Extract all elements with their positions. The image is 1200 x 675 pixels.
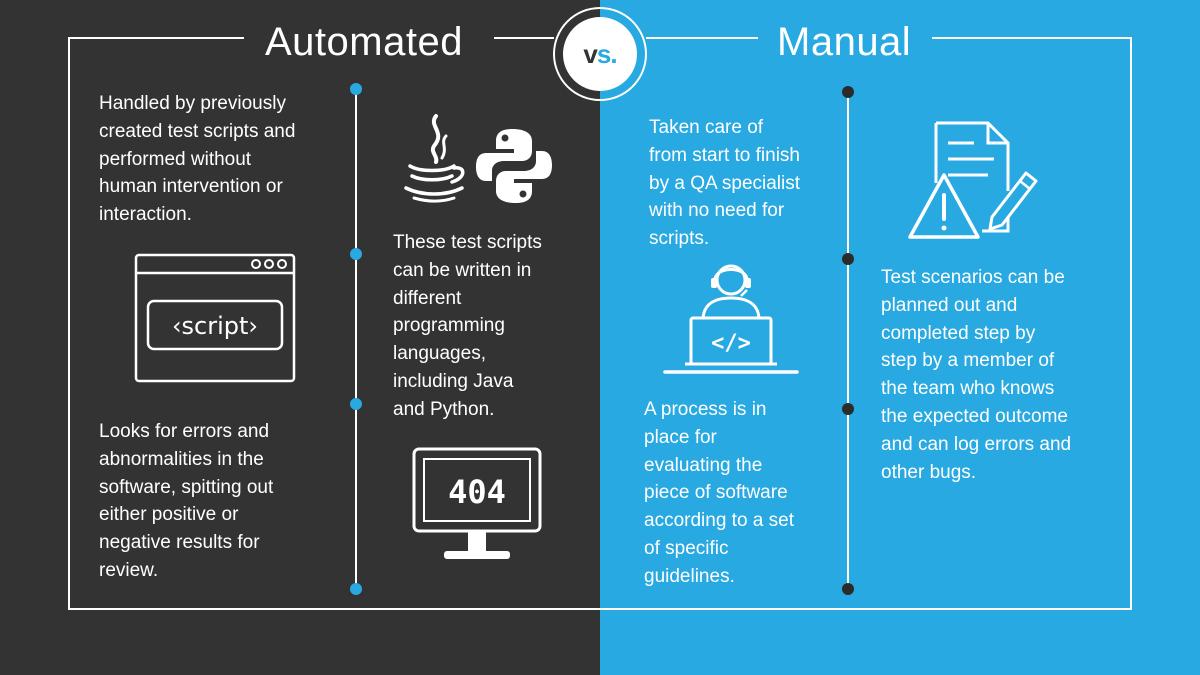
- automated-timeline: [355, 88, 357, 591]
- timeline-dot: [350, 583, 362, 595]
- manual-description-bottom: A process is in place for evaluating the…: [644, 399, 794, 587]
- automated-title: Automated: [265, 20, 463, 64]
- python-icon: [476, 129, 552, 203]
- timeline-dot: [842, 86, 854, 98]
- automated-description-top: Handled by previously created test scrip…: [99, 93, 296, 226]
- vs-badge: vs.: [563, 17, 637, 91]
- timeline-dot: [842, 403, 854, 415]
- frame-bottom-edge: [68, 608, 1132, 610]
- browser-script-icon: ‹script›: [134, 253, 296, 383]
- timeline-dot: [842, 253, 854, 265]
- frame-top-vs-left-segment: [494, 37, 554, 39]
- manual-timeline: [847, 91, 849, 591]
- timeline-dot: [350, 398, 362, 410]
- monitor-404-icon: 404: [412, 447, 542, 559]
- timeline-dot: [350, 248, 362, 260]
- vs-badge-ring: [553, 7, 647, 101]
- script-icon-text: ‹script›: [172, 312, 258, 340]
- code-icon-text: </>: [711, 331, 751, 356]
- frame-left-edge: [68, 37, 70, 610]
- frame-right-edge: [1130, 37, 1132, 610]
- automated-description-bottom: Looks for errors and abnormalities in th…: [99, 421, 274, 581]
- frame-top-left-segment: [68, 37, 244, 39]
- automated-languages-description: These test scripts can be written in dif…: [393, 232, 542, 420]
- frame-top-vs-right-segment: [646, 37, 758, 39]
- manual-scenarios-description: Test scenarios can be planned out and co…: [881, 267, 1072, 483]
- timeline-dot: [842, 583, 854, 595]
- manual-description-top: Taken care of from start to finish by a …: [649, 117, 801, 250]
- frame-top-right-segment: [932, 37, 1132, 39]
- timeline-dot: [350, 83, 362, 95]
- java-icon: [404, 114, 465, 203]
- developer-laptop-icon: </>: [663, 264, 799, 374]
- manual-title: Manual: [777, 20, 912, 64]
- vs-label: vs.: [583, 38, 617, 69]
- automated-panel: [0, 0, 600, 675]
- error-code-text: 404: [448, 473, 506, 511]
- document-warning-icon: [908, 121, 1038, 239]
